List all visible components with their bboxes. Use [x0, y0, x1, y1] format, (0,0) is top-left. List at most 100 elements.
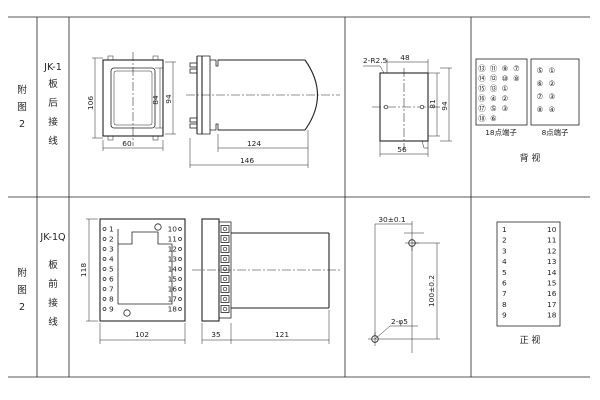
- term-list-left-7: 7: [502, 289, 507, 298]
- side-terminal-7: [220, 285, 230, 293]
- term-list-left-3: 3: [502, 246, 507, 255]
- row2-cutout-dim-100: 100±0.2: [427, 275, 436, 307]
- front-num-left-1: 1: [109, 225, 114, 234]
- row2-model: JK-1Q: [39, 232, 66, 243]
- front-view-label: 正 视: [520, 334, 541, 346]
- row1-cutout-dim-56: 56: [397, 145, 407, 154]
- side-terminal-stack: [220, 225, 230, 313]
- row2-labels: 附 图 2 JK-1Q 板 前 接 线: [17, 232, 66, 328]
- front-num-left-5: 5: [109, 265, 114, 274]
- terminal-18-3-2: ②: [502, 94, 509, 103]
- terminal-18-5-0: ⑱: [478, 114, 486, 123]
- front-dot-right-16: [178, 287, 182, 291]
- row2-side-view: 35 121: [192, 218, 340, 344]
- rear-view-label: 背 视: [520, 152, 541, 164]
- terminal-18-0-1: ⑪: [490, 64, 498, 73]
- front-dot-right-13: [178, 257, 182, 261]
- front-num-right-14: 14: [168, 265, 178, 274]
- front-num-right-11: 11: [168, 235, 178, 244]
- front-num-right-16: 16: [168, 285, 178, 294]
- front-dot-left-5: [102, 267, 107, 271]
- front-dot-right-12: [178, 247, 182, 251]
- term-list-right-17: 17: [547, 300, 557, 309]
- terminal-8-3-0: ⑧: [537, 105, 544, 114]
- row1-side-dim-146: 146: [240, 156, 254, 165]
- row1-desc-1: 后: [48, 98, 58, 109]
- row1-side-view: 124 146: [186, 55, 340, 168]
- row1-desc-3: 线: [48, 135, 58, 147]
- row2-side-dim-121: 121: [275, 330, 289, 339]
- term-list-left-1: 1: [502, 225, 507, 234]
- row1-side-dim-124: 124: [247, 139, 261, 148]
- front-num-left-6: 6: [109, 275, 114, 284]
- front-num-right-12: 12: [168, 245, 177, 254]
- front-dot-left-4: [102, 257, 107, 261]
- terminal-8-3-1: ④: [549, 105, 556, 114]
- terminal-18-0-2: ⑨: [502, 64, 509, 73]
- row1-labels: 附 图 2 JK-1 板 后 接 线: [17, 62, 62, 147]
- front-dot-left-9: [102, 307, 107, 311]
- front-dot-left-6: [102, 277, 107, 281]
- table-grid: [8, 16, 590, 378]
- front-num-left-8: 8: [109, 295, 114, 304]
- row1-label-num: 2: [19, 119, 25, 130]
- front-num-right-18: 18: [168, 305, 178, 314]
- terminal-8-2-0: ⑦: [537, 92, 544, 101]
- front-dot-right-10: [178, 227, 182, 231]
- row1-front-dim-106: 106: [86, 96, 95, 110]
- side-terminal-screw-4: [222, 256, 228, 262]
- front-dot-right-14: [178, 267, 182, 271]
- side-terminal-9: [220, 305, 230, 313]
- term-list-right-13: 13: [547, 257, 557, 266]
- side-terminal-2: [220, 235, 230, 243]
- row1-label-fu: 附: [17, 84, 27, 96]
- terminal-18-2-1: ⑬: [490, 84, 498, 93]
- term-list-left-2: 2: [502, 236, 507, 245]
- row1-model: JK-1: [43, 62, 62, 73]
- row1-cutout-dim-48: 48: [400, 53, 410, 62]
- terminal-18-3-1: ④: [490, 94, 497, 103]
- term-list-left-8: 8: [502, 300, 507, 309]
- row2-label-fu: 附: [17, 267, 27, 279]
- side-terminal-6: [220, 275, 230, 283]
- front-num-left-9: 9: [109, 305, 114, 314]
- front-dot-left-3: [102, 247, 107, 251]
- term-list-right-11: 11: [547, 236, 557, 245]
- row2-side-dim-35: 35: [211, 330, 221, 339]
- row2-cutout-hole: 2-φ5: [391, 317, 408, 326]
- side-terminal-8: [220, 295, 230, 303]
- front-dot-right-15: [178, 277, 182, 281]
- terminal-18-4-0: ⑰: [478, 104, 486, 113]
- terminal-18-5-1: ⑥: [490, 114, 497, 123]
- front-num-left-2: 2: [109, 235, 114, 244]
- row1-front-view: 106 84 94 60: [86, 52, 176, 151]
- terminal-18-1-3: ⑧: [513, 74, 520, 83]
- side-terminal-1: [220, 225, 230, 233]
- row1-front-dim-84: 84: [151, 95, 160, 105]
- terminal-18-4-1: ⑤: [490, 104, 497, 113]
- term-list-right-14: 14: [547, 268, 557, 277]
- row2-desc-0: 板: [48, 259, 58, 271]
- side-terminal-screw-7: [222, 286, 228, 292]
- side-terminal-screw-3: [222, 246, 228, 252]
- row1-cutout-dim-94: 94: [440, 101, 449, 111]
- front-dot-left-7: [102, 287, 107, 291]
- term-list-right-15: 15: [547, 279, 557, 288]
- front-num-right-17: 17: [168, 295, 178, 304]
- row2-front-dim-102: 102: [135, 330, 149, 339]
- term-list-right-10: 10: [547, 225, 557, 234]
- terminal-8-0-1: ①: [549, 66, 556, 75]
- terminal-18-3-0: ⑯: [478, 94, 486, 103]
- front-num-left-3: 3: [109, 245, 114, 254]
- row1-desc-0: 板: [48, 78, 58, 90]
- terminal-18-2-0: ⑮: [478, 84, 486, 93]
- row2-desc-3: 线: [48, 316, 58, 328]
- front-num-left-4: 4: [109, 255, 114, 264]
- row2-label-num: 2: [19, 302, 25, 313]
- side-terminal-5: [220, 265, 230, 273]
